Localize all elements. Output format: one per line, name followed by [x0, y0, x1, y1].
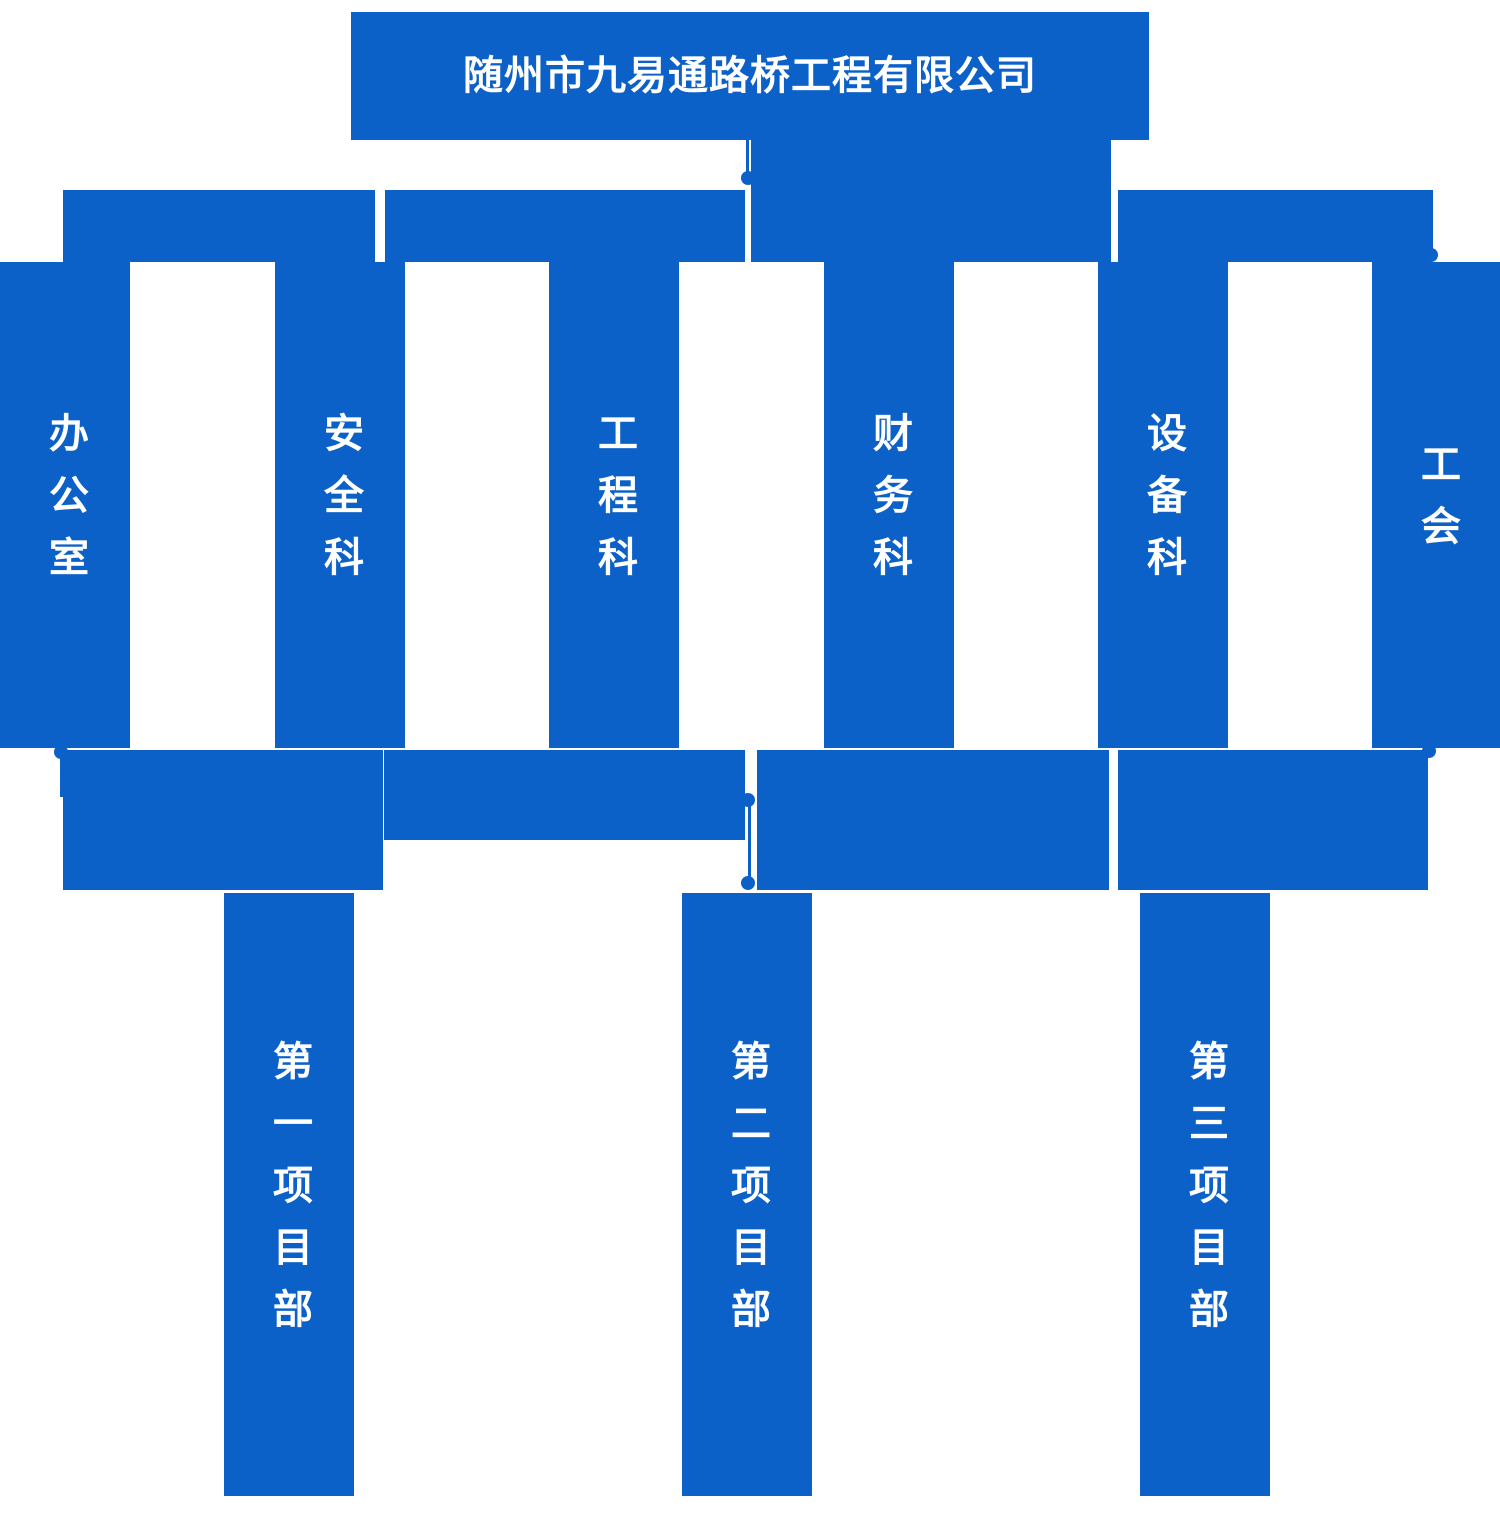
connector-dept-band-2 — [385, 190, 745, 262]
org-node-dept-office[interactable]: 办公室 — [0, 262, 130, 748]
org-node-project-one[interactable]: 第一项目部 — [224, 893, 354, 1496]
org-node-project-three[interactable]: 第三项目部 — [1140, 893, 1270, 1496]
org-node-dept-engineering[interactable]: 工程科 — [549, 262, 679, 748]
connector-dot-mid-upper — [741, 793, 755, 807]
connector-mid-drop-bottom — [748, 800, 751, 884]
connector-root-center-block — [751, 140, 1111, 262]
org-node-dept-safety[interactable]: 安全科 — [275, 262, 405, 748]
connector-proj-band-3 — [757, 750, 1109, 890]
connector-proj-band-1 — [63, 750, 383, 890]
org-node-dept-equipment[interactable]: 设备科 — [1098, 262, 1228, 748]
org-node-dept-finance[interactable]: 财务科 — [824, 262, 954, 748]
connector-dot-mid-lower — [741, 876, 755, 890]
connector-dot-left-bottom — [54, 745, 68, 759]
connector-dept-band-1 — [63, 190, 375, 262]
connector-proj-band-4 — [1118, 750, 1428, 890]
org-node-company[interactable]: 随州市九易通路桥工程有限公司 — [351, 12, 1149, 140]
connector-dot-right-bottom — [1422, 744, 1436, 758]
connector-dot-right-top — [1424, 248, 1438, 262]
connector-right-drop-top — [1430, 190, 1433, 256]
org-node-project-two[interactable]: 第二项目部 — [682, 893, 812, 1496]
connector-proj-band-2 — [384, 750, 745, 840]
connector-root-stem — [746, 140, 749, 182]
org-node-dept-union[interactable]: 工会 — [1372, 262, 1500, 748]
connector-dot-root — [741, 171, 755, 185]
connector-dept-band-3 — [1118, 190, 1430, 262]
connector-left-drop-bottom — [60, 757, 63, 797]
